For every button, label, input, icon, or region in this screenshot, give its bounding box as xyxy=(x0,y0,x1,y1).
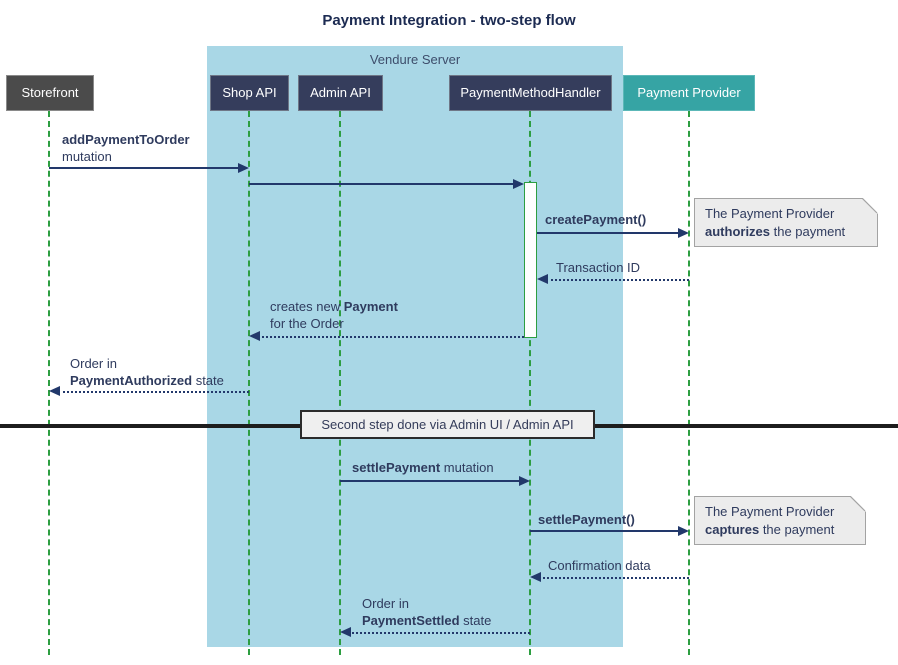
participant-shop-api: Shop API xyxy=(210,75,289,111)
message-label-settle-call: settlePayment() xyxy=(538,512,635,527)
lifeline-admin-api xyxy=(339,111,341,655)
message-label-create-payment: createPayment() xyxy=(545,212,647,227)
lifeline-payment-provider xyxy=(688,111,690,655)
lifeline-shop-api xyxy=(248,111,250,655)
message-arrow-create-payment xyxy=(537,232,679,234)
arrowhead xyxy=(238,163,249,173)
message-arrow-order-authorized xyxy=(58,391,249,393)
message-label-transaction-id: Transaction ID xyxy=(556,260,641,275)
activation-bar-payment-method-handler xyxy=(524,182,537,338)
arrowhead xyxy=(678,228,689,238)
lifeline-payment-method-handler xyxy=(529,111,531,655)
message-arrow-order-settled xyxy=(349,632,530,634)
arrowhead xyxy=(519,476,530,486)
participant-admin-api: Admin API xyxy=(298,75,383,111)
message-arrow-confirmation xyxy=(539,577,689,579)
participant-payment-method-handler: PaymentMethodHandler xyxy=(449,75,612,111)
note-fold-icon xyxy=(850,496,866,512)
message-arrow-settle-mutation xyxy=(340,480,521,482)
arrowhead xyxy=(530,572,541,582)
message-arrow-settle-call xyxy=(530,530,679,532)
arrowhead xyxy=(340,627,351,637)
divider-label: Second step done via Admin UI / Admin AP… xyxy=(300,410,595,439)
arrowhead xyxy=(537,274,548,284)
diagram-title: Payment Integration - two-step flow xyxy=(322,12,576,29)
arrowhead xyxy=(513,179,524,189)
message-label-settle-mutation: settlePayment mutation xyxy=(352,460,494,475)
vendure-server-frame xyxy=(207,46,623,647)
note-fold-icon xyxy=(862,198,878,214)
message-arrow-shop-to-handler xyxy=(249,183,515,185)
arrowhead xyxy=(49,386,60,396)
message-arrow-transaction-id xyxy=(546,279,689,281)
message-label-confirmation: Confirmation data xyxy=(548,558,651,573)
message-arrow-add-payment xyxy=(49,167,239,169)
participant-payment-provider: Payment Provider xyxy=(623,75,755,111)
arrowhead xyxy=(249,331,260,341)
participant-storefront: Storefront xyxy=(6,75,94,111)
lifeline-storefront xyxy=(48,111,50,655)
vendure-server-frame-label: Vendure Server xyxy=(369,52,461,67)
message-arrow-creates-payment xyxy=(258,336,524,338)
arrowhead xyxy=(678,526,689,536)
